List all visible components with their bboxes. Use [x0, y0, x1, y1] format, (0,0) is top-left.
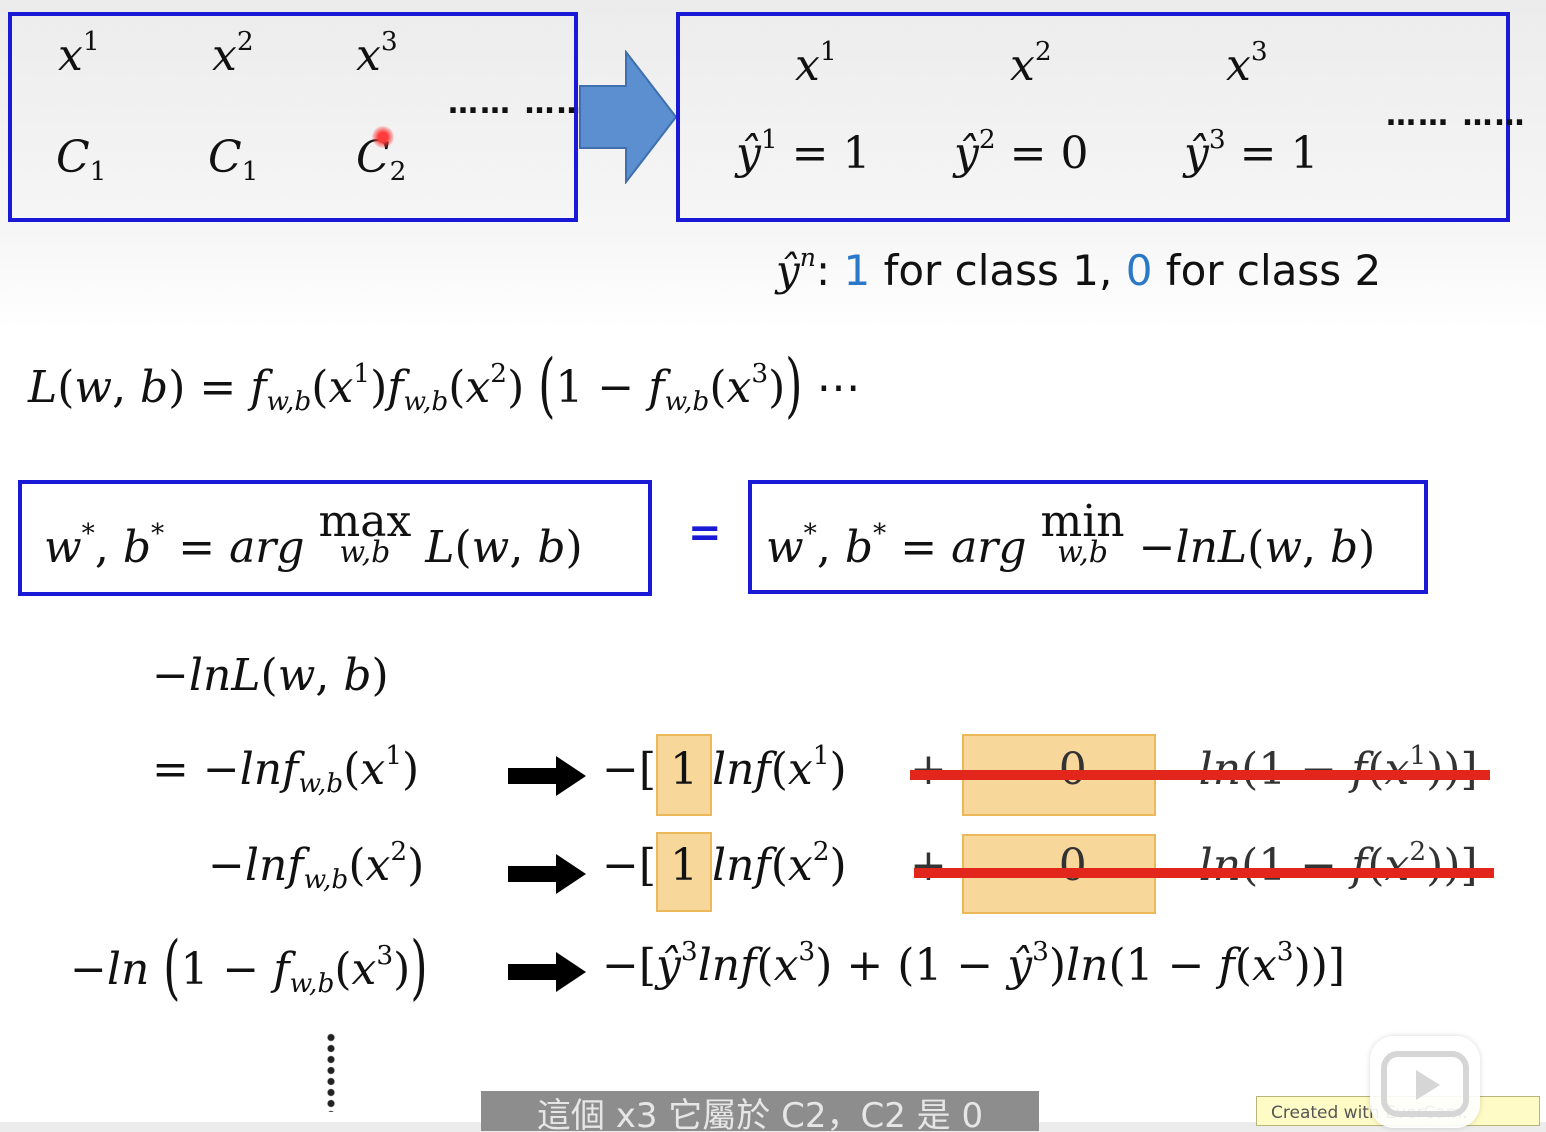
argmin-box — [748, 480, 1428, 594]
neg-log-likelihood: −lnL(w, b) — [152, 650, 389, 701]
training-data-box — [8, 12, 578, 222]
row1-right: −[ 1 lnf(x1) — [602, 740, 847, 795]
row1-left: = −lnfw,b(x1) — [152, 740, 420, 799]
row1-strike-line — [910, 770, 1490, 780]
row1-arrow-icon — [556, 756, 586, 796]
ellipsis-right: …… …… — [1386, 98, 1527, 133]
row3-right: −[ŷ3lnf(x3) + (1 − ŷ3)ln(1 − f(x3))] — [602, 936, 1346, 991]
row3-arrow-icon — [556, 952, 586, 992]
row2-arrow-shaft — [508, 866, 560, 882]
x1-label-right: x1 — [795, 36, 837, 91]
row2-right: −[ 1 lnf(x2) — [602, 836, 847, 891]
row2-highlight-one — [656, 832, 712, 912]
cursor-dot — [372, 126, 394, 148]
row1-arrow-shaft — [508, 768, 560, 784]
row3-left: −ln (1 − fw,b(x3)) — [70, 927, 428, 1009]
row1-highlight-one — [656, 734, 712, 816]
video-subtitle: 這個 x3 它屬於 C2，C2 是 0 — [481, 1091, 1039, 1131]
x3-label: x3 — [356, 26, 398, 81]
row2-strike-line — [914, 868, 1494, 878]
row3-arrow-shaft — [508, 964, 560, 980]
x3-label-right: x3 — [1226, 36, 1268, 91]
row2-left: −lnfw,b(x2) — [208, 836, 425, 895]
label-box — [676, 12, 1510, 222]
vertical-ellipsis — [326, 1032, 336, 1112]
class-c1-label: C1 — [56, 132, 107, 187]
y-hat-3: ŷ3 = 1 — [1184, 124, 1319, 179]
y-hat-2: ŷ2 = 0 — [954, 124, 1089, 179]
x1-label: x1 — [58, 26, 100, 81]
arrow-right-icon — [579, 50, 678, 184]
play-icon — [1381, 1051, 1469, 1117]
y-hat-1: ŷ1 = 1 — [736, 124, 871, 179]
ellipsis-left: …… …… — [448, 86, 589, 121]
class-c1-label-2: C1 — [208, 132, 259, 187]
play-button[interactable] — [1370, 1036, 1480, 1128]
row2-struck-term: + 0 ln(1 − f(x2))] — [910, 836, 1478, 891]
likelihood-equation: L(w, b) = fw,b(x1)fw,b(x2) (1 − fw,b(x3)… — [28, 345, 861, 427]
argmax-box — [18, 480, 652, 596]
x2-label: x2 — [212, 26, 254, 81]
x2-label-right: x2 — [1010, 36, 1052, 91]
equals-sign: = — [688, 510, 722, 556]
row1-struck-term: + 0 ln(1 − f(x1))] — [910, 740, 1478, 795]
row2-arrow-icon — [556, 854, 586, 894]
class-legend: ŷn: 1 for class 1, 0 for class 2 — [776, 243, 1382, 295]
